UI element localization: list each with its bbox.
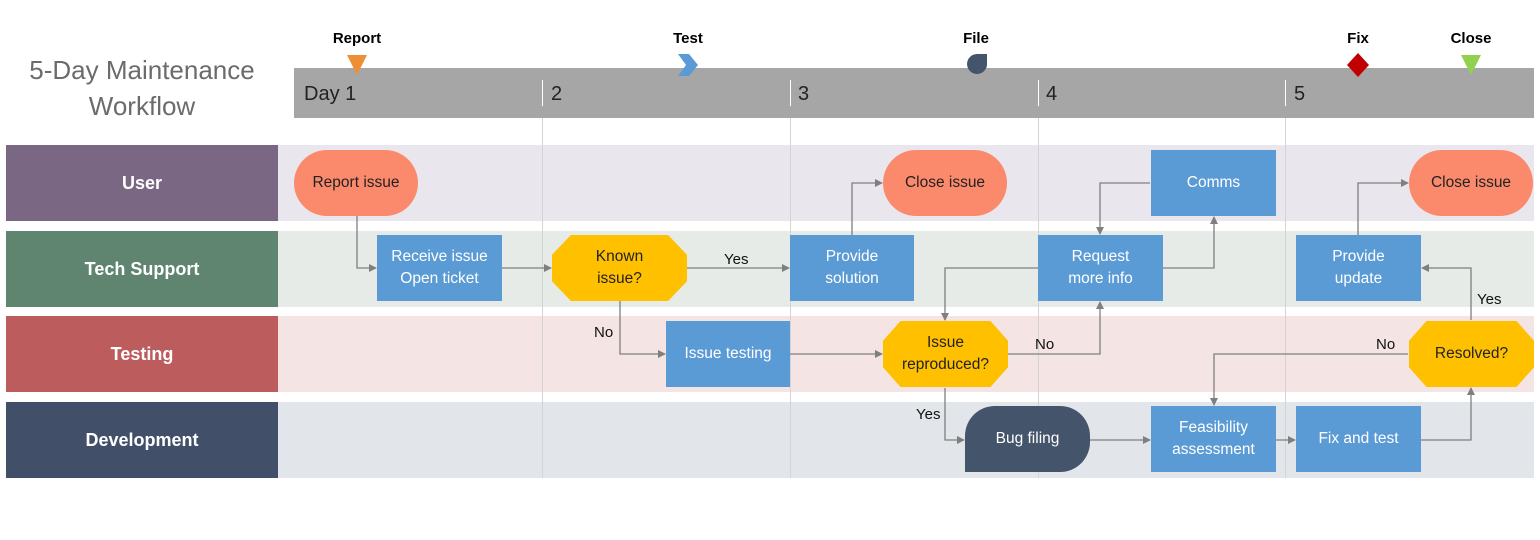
lane-label-development: Development bbox=[6, 402, 278, 478]
fix-and-test-node: Fix and test bbox=[1296, 406, 1421, 472]
provide-solution-node: Provide solution bbox=[790, 235, 914, 301]
page-title: 5-Day Maintenance Workflow bbox=[29, 55, 255, 121]
issue-reproduced-decision: Issue reproduced? bbox=[883, 321, 1008, 387]
comms-node: Comms bbox=[1151, 150, 1276, 216]
chevron-right-icon bbox=[678, 54, 698, 76]
milestone-label-fix: Fix bbox=[1347, 30, 1369, 47]
day-label-5: 5 bbox=[1294, 83, 1306, 105]
edge-label-yes: Yes bbox=[916, 406, 941, 423]
lane-label-testing: Testing bbox=[6, 316, 278, 392]
report-issue-node: Report issue bbox=[294, 150, 418, 216]
day-grid-line bbox=[542, 118, 543, 478]
milestone-label-file: File bbox=[963, 30, 989, 47]
day-separator bbox=[1285, 80, 1286, 106]
edge-label-yes: Yes bbox=[724, 251, 749, 268]
bug-filing-node: Bug filing bbox=[965, 406, 1090, 472]
edge-label-yes: Yes bbox=[1477, 291, 1502, 308]
day-label-3: 3 bbox=[798, 83, 810, 105]
receive-issue-node: Receive issue Open ticket bbox=[377, 235, 502, 301]
lane-label-tech-support: Tech Support bbox=[6, 231, 278, 307]
day-separator bbox=[790, 80, 791, 106]
down-triangle-icon bbox=[1461, 55, 1481, 75]
known-issue-decision: Known issue? bbox=[552, 235, 687, 301]
close-issue-node: Close issue bbox=[883, 150, 1007, 216]
feasibility-assessment-node: Feasibility assessment bbox=[1151, 406, 1276, 472]
lane-label-user: User bbox=[6, 145, 278, 221]
milestone-label-report: Report bbox=[332, 30, 382, 47]
day-separator bbox=[542, 80, 543, 106]
down-triangle-icon bbox=[347, 55, 367, 75]
provide-update-node: Provide update bbox=[1296, 235, 1421, 301]
edge-label-no: No bbox=[594, 324, 614, 341]
edge-label-no: No bbox=[1376, 336, 1396, 353]
diamond-icon bbox=[1347, 53, 1369, 77]
request-more-info-node: Request more info bbox=[1038, 235, 1163, 301]
day-grid-line bbox=[1285, 118, 1286, 478]
milestone-label-close: Close bbox=[1450, 30, 1492, 47]
edge-label-no: No bbox=[1035, 336, 1055, 353]
day-label-1: Day 1 bbox=[304, 83, 357, 105]
teardrop-icon bbox=[967, 54, 987, 74]
issue-testing-node: Issue testing bbox=[666, 321, 790, 387]
day-label-2: 2 bbox=[551, 83, 563, 105]
timeline-bar bbox=[294, 68, 1534, 118]
day-separator bbox=[1038, 80, 1039, 106]
close-issue-node: Close issue bbox=[1409, 150, 1533, 216]
milestone-label-test: Test bbox=[673, 30, 703, 47]
day-label-4: 4 bbox=[1046, 83, 1058, 105]
resolved-decision: Resolved? bbox=[1409, 321, 1534, 387]
